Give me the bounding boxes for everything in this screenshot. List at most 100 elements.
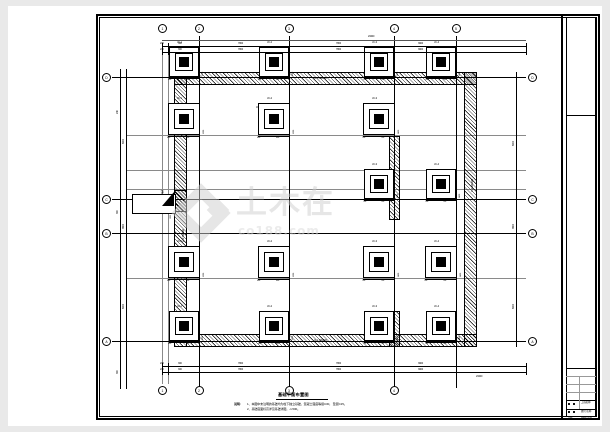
column-stub xyxy=(269,257,279,267)
footing-dim-line xyxy=(168,278,200,280)
footing xyxy=(364,169,394,199)
footing-dim-right: 600 xyxy=(276,279,280,282)
grid-bubble-right-c[interactable]: C xyxy=(528,194,537,204)
grid-bubble-left-b[interactable]: B xyxy=(102,228,111,238)
footing-label: JC-3 xyxy=(372,163,377,166)
footing-dim-line xyxy=(363,135,395,137)
footing-dim-right: 600 xyxy=(276,342,280,345)
right-dim-1: 6000 xyxy=(512,141,515,146)
footing-dim-left: 600 xyxy=(168,342,172,345)
column-stub xyxy=(179,57,189,67)
footing xyxy=(363,103,395,135)
column-stub xyxy=(436,57,446,67)
footing-dim-left: 600 xyxy=(257,279,261,282)
bottom-dim-3b: 7800 xyxy=(238,367,243,371)
footing-dim-vertical: 1200 xyxy=(201,71,204,76)
grid-bubble-top-4[interactable]: 4 xyxy=(389,24,399,33)
footing-dim-vertical: 1400 xyxy=(397,272,400,277)
title-block-mark-2 xyxy=(573,402,575,405)
footing-dim-left: 700 xyxy=(362,136,366,139)
footing-dim-left: 600 xyxy=(167,136,171,139)
left-dim-6: 300 xyxy=(116,370,119,374)
grid-bubble-bottom-3[interactable]: 3 xyxy=(284,386,294,395)
grid-bubble-right-b[interactable]: B xyxy=(528,228,537,238)
bottom-dim-4b: 7800 xyxy=(336,367,341,371)
footing-label: JC-1 xyxy=(177,305,182,308)
footing-outer-edge xyxy=(363,103,395,135)
footing-dim-right: 600 xyxy=(186,279,190,282)
entrance-ramp-label: 坡道 xyxy=(162,189,164,194)
footing-dim-right: 600 xyxy=(276,78,280,81)
footing-dim-line xyxy=(258,278,290,280)
title-block-mark-4 xyxy=(573,411,575,413)
grid-bubble-right-a[interactable]: A xyxy=(528,336,537,346)
footing-dim-left: 700 xyxy=(425,342,429,345)
top-dim-total: 23400 xyxy=(368,35,375,38)
footing-dim-vertical: 1200 xyxy=(292,272,295,277)
column-stub xyxy=(374,114,384,124)
footing xyxy=(258,246,290,278)
footing-dim-right: 700 xyxy=(381,200,385,203)
footing-dim-right: 700 xyxy=(443,78,447,81)
column-stub xyxy=(374,257,384,267)
column-stub xyxy=(436,179,446,189)
top-dim-4b: 7800 xyxy=(336,47,341,51)
footing xyxy=(425,246,457,278)
title-block-mark-1 xyxy=(568,402,570,405)
left-dim-2: 3600 xyxy=(122,224,125,229)
footing-dim-line xyxy=(168,135,200,137)
column-stub xyxy=(269,114,279,124)
column-stub xyxy=(436,321,446,331)
footing-label: JC-1 xyxy=(177,97,182,100)
footing xyxy=(426,169,456,199)
grid-bubble-top-2[interactable]: 2 xyxy=(194,24,204,33)
title-block-divider xyxy=(561,15,563,419)
title-block-rule-1 xyxy=(566,115,596,116)
title-block-rule-6 xyxy=(566,400,596,401)
grid-bubble-right-d[interactable]: D xyxy=(528,72,537,82)
footing-dim-left: 700 xyxy=(425,200,429,203)
footing-dim-right: 700 xyxy=(381,342,385,345)
grid-bubble-top-1[interactable]: 1 xyxy=(158,24,167,33)
footing-dim-left: 700 xyxy=(363,78,367,81)
wall-note-bottom: JL-1 300x600 xyxy=(314,338,327,342)
note-line-2: 2、基础底面标高详见基础详图，-1.500。 xyxy=(247,407,300,411)
footing xyxy=(168,246,200,278)
foundation-plan-drawing: JL-1 300x600 JL-1 300x600 JL-2 300x600 J… xyxy=(96,14,562,420)
column-stub xyxy=(179,257,189,267)
title-block-cell-r2c3: 图号 名称 xyxy=(581,409,592,413)
footing-dim-right: 700 xyxy=(443,200,447,203)
grid-bubble-top-5[interactable]: 5 xyxy=(451,24,461,33)
grid-bubble-bottom-2[interactable]: 2 xyxy=(194,386,204,395)
title-block-cell-r1c3: 工程名称 xyxy=(581,401,591,404)
footing-dim-left: 700 xyxy=(363,342,367,345)
column-stub xyxy=(374,321,384,331)
grid-bubble-left-a[interactable]: A xyxy=(102,336,111,346)
footing-dim-vertical: 1200 xyxy=(291,335,294,340)
grid-bubble-top-3[interactable]: 3 xyxy=(284,24,294,33)
footing-label: JC-4 xyxy=(434,305,439,308)
wall-note-right: JL-2 300x600 xyxy=(471,179,474,192)
footing-dim-line xyxy=(426,77,456,79)
left-dim-3: 6000 xyxy=(122,304,125,309)
entrance-ramp-dim: 1200 xyxy=(170,215,172,219)
footing-dim-left: 700 xyxy=(424,279,428,282)
grid-bubble-left-d[interactable]: D xyxy=(102,72,111,82)
footing-dim-left: 700 xyxy=(362,279,366,282)
grid-bubble-bottom-4[interactable]: 4 xyxy=(389,386,399,395)
footing-label: JC-2 xyxy=(267,97,272,100)
footing xyxy=(364,311,394,341)
footing-dim-vertical: 1200 xyxy=(292,129,295,134)
footing-label: JC-3 xyxy=(372,240,377,243)
drawing-title-underline xyxy=(276,399,328,400)
footing-dim-right: 600 xyxy=(276,136,280,139)
footing-dim-left: 600 xyxy=(168,78,172,81)
grid-bubble-left-c[interactable]: C xyxy=(102,194,111,204)
sheet-inner-border xyxy=(99,17,597,417)
footing xyxy=(363,246,395,278)
footing-dim-left: 600 xyxy=(258,342,262,345)
top-dim-1b: 240 xyxy=(160,47,164,51)
top-dim-2a: 300 xyxy=(178,41,182,45)
grid-bubble-bottom-1[interactable]: 1 xyxy=(158,386,167,395)
entrance-ramp-wedge xyxy=(162,192,174,206)
